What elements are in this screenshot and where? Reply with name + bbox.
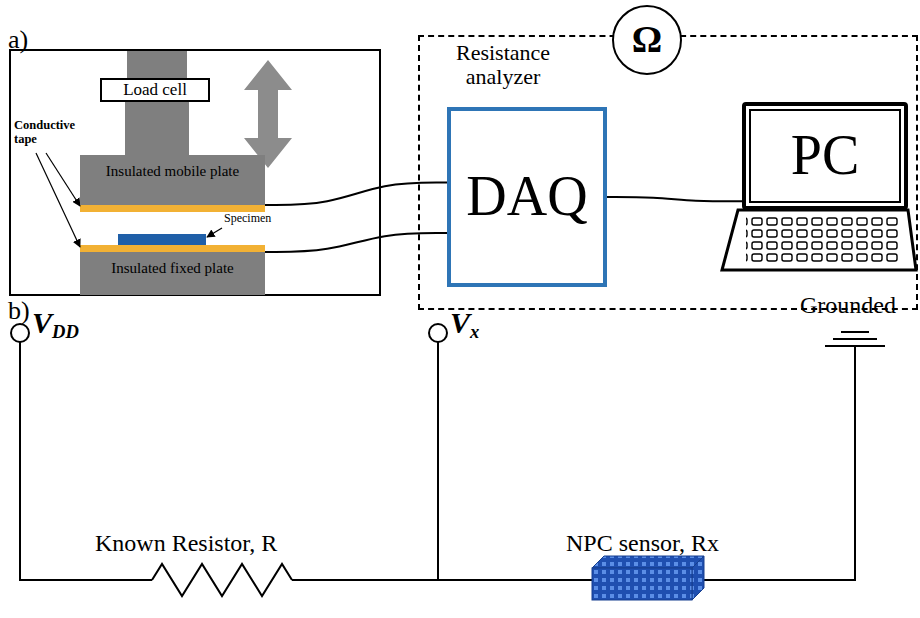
- load-rod: [125, 102, 189, 155]
- ground-label: Grounded: [800, 292, 896, 318]
- resistor-symbol: [152, 564, 292, 596]
- load-rod: [127, 51, 187, 78]
- terminal: [429, 324, 447, 342]
- node-text: DAQ: [466, 166, 587, 228]
- part-label: Conductive tape: [14, 119, 76, 147]
- load-cell-box: Load cell: [100, 78, 210, 102]
- npc-sensor: [592, 556, 704, 600]
- signal-wire: [607, 197, 742, 201]
- node-text: Load cell: [123, 81, 187, 100]
- panel-letter: b): [8, 297, 30, 326]
- daq-box: DAQ: [447, 107, 607, 287]
- ground-symbol: [841, 331, 869, 333]
- specimen: [118, 234, 206, 245]
- wire: [292, 579, 592, 581]
- node-text: Insulated mobile plate: [106, 163, 239, 180]
- laptop-keyboard: [722, 210, 916, 270]
- conductive-tape: [80, 205, 265, 212]
- keyboard-keys: [746, 216, 900, 264]
- leader-line: [36, 153, 80, 247]
- node-text: Insulated fixed plate: [111, 260, 233, 277]
- motion-arrow: [244, 60, 292, 168]
- component-label: NPC sensor, Rx: [566, 530, 719, 556]
- part-label: Specimen: [224, 212, 271, 225]
- component-label: Known Resistor, R: [95, 530, 277, 556]
- node-text: Resistance analyzer: [438, 41, 568, 89]
- leader-line: [46, 153, 80, 206]
- ground-symbol: [833, 338, 877, 340]
- wire: [437, 342, 439, 580]
- pc-screen: PC: [742, 102, 908, 210]
- signal-name: VDD: [32, 306, 79, 342]
- panel-letter: a): [8, 26, 28, 55]
- wire: [704, 346, 855, 580]
- leader-line: [207, 228, 222, 237]
- fixed-plate: Insulated fixed plate: [80, 252, 265, 295]
- analyzer-region: Resistance analyzerΩDAQPC: [418, 35, 918, 310]
- ground-symbol: [825, 345, 885, 347]
- terminal: [11, 324, 29, 342]
- ohm-circle: Ω: [612, 5, 682, 75]
- panel-frame: [10, 50, 380, 295]
- node-text: Ω: [632, 19, 662, 61]
- node-text: PC: [791, 125, 860, 187]
- mobile-plate: Insulated mobile plate: [80, 155, 265, 205]
- conductive-tape: [80, 245, 265, 252]
- signal-name: Vx: [450, 306, 479, 342]
